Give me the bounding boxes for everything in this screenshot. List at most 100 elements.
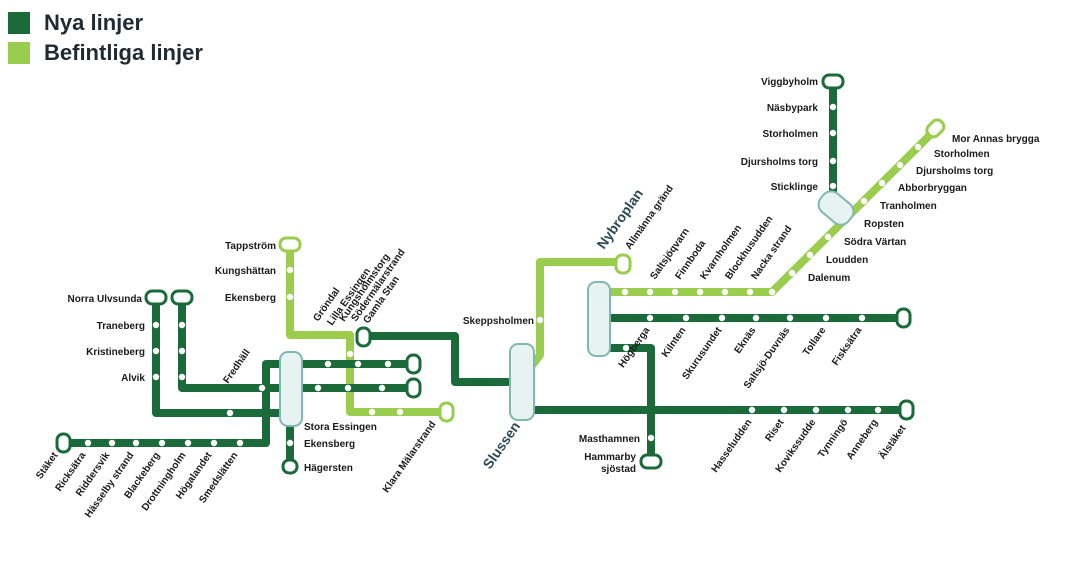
terminal-hagersten xyxy=(281,458,299,475)
new-line-staket xyxy=(60,360,289,447)
hub-slussen xyxy=(509,343,535,421)
station-dot xyxy=(384,360,392,368)
station-dot xyxy=(748,406,756,414)
station-dot xyxy=(829,103,837,111)
terminal-alstaket xyxy=(898,399,915,421)
station-dot xyxy=(324,360,332,368)
station-dot xyxy=(622,344,630,352)
station-label-abborbryggan: Abborbryggan xyxy=(898,183,967,194)
station-dot xyxy=(752,314,760,322)
station-dot xyxy=(696,288,704,296)
station-label-norra-ulvsunda: Norra Ulvsunda xyxy=(68,294,143,305)
terminal-tappstrom xyxy=(278,236,302,253)
station-dot xyxy=(786,314,794,322)
station-dot xyxy=(647,434,655,442)
station-label-djursholms-torg-n: Djursholms torg xyxy=(741,157,818,168)
station-label-hasseludden: Hasseludden xyxy=(710,417,755,474)
terminal-norra-ulvsunda xyxy=(144,289,168,306)
station-dot xyxy=(646,288,654,296)
station-label-skeppsholmen: Skeppsholmen xyxy=(463,316,534,327)
station-dot xyxy=(860,197,868,205)
new-line-hammarby xyxy=(596,344,655,464)
terminal-nybroplan xyxy=(614,253,632,275)
station-dot xyxy=(286,266,294,274)
station-label-alstaket: Älstäket xyxy=(875,422,908,462)
station-dot xyxy=(84,439,92,447)
station-dot xyxy=(788,269,796,277)
station-dot xyxy=(914,143,922,151)
station-dot xyxy=(210,439,218,447)
station-label-masthamnen: Masthamnen xyxy=(579,434,640,445)
station-label-fisksatra: Fisksätra xyxy=(830,325,864,368)
station-dot xyxy=(621,288,629,296)
station-label-kungshattan: Kungshättan xyxy=(215,266,276,277)
terminal-gamla-stan xyxy=(355,326,372,348)
terminal-hammarby-sjostad xyxy=(639,453,663,470)
station-label-sodra-vartan: Södra Värtan xyxy=(844,237,906,248)
hub-ropsten xyxy=(817,190,855,226)
station-dot xyxy=(226,409,234,417)
station-label-riset: Riset xyxy=(763,417,786,444)
station-label-kristineberg: Kristineberg xyxy=(86,347,145,358)
station-label-mor-annas-brygga: Mor Annas brygga xyxy=(952,134,1040,145)
station-label-kilnten: Kilnten xyxy=(660,325,688,359)
station-dot xyxy=(718,314,726,322)
new-line-gamla-stan-slussen xyxy=(359,332,519,386)
legend-label-existing: Befintliga linjer xyxy=(44,40,203,65)
station-dot xyxy=(178,321,186,329)
station-dot xyxy=(721,288,729,296)
terminal-mor-annas-brygga xyxy=(925,118,946,139)
station-dot xyxy=(286,293,294,301)
terminal-kungsholmen-1 xyxy=(405,353,422,375)
station-dot xyxy=(746,288,754,296)
terminal-kungsholmen-2 xyxy=(405,377,422,399)
station-label-viggbyholm: Viggbyholm xyxy=(761,77,818,88)
legend-label-new: Nya linjer xyxy=(44,10,144,35)
station-dot xyxy=(152,321,160,329)
station-dot xyxy=(346,350,354,358)
station-dot xyxy=(152,347,160,355)
station-label-eknas: Eknäs xyxy=(733,325,759,356)
station-dot xyxy=(344,384,352,392)
station-dot xyxy=(824,233,832,241)
station-label-storholmen-n: Storholmen xyxy=(762,129,818,140)
new-line-norra-ulvsunda xyxy=(152,293,287,417)
station-label-staket: Stäket xyxy=(34,450,61,481)
station-dot xyxy=(152,373,160,381)
terminal-staket xyxy=(55,432,72,454)
station-label-dalenum: Dalenum xyxy=(808,273,850,284)
terminal-norra-ulvsunda-2 xyxy=(170,289,194,306)
station-label-sticklinge: Sticklinge xyxy=(771,182,819,193)
station-label-ekensberg-n: Ekensberg xyxy=(225,293,276,304)
station-label-klara-malarstrand: Klara Mälarstrand xyxy=(381,419,438,495)
station-dot xyxy=(829,129,837,137)
station-dot xyxy=(844,406,852,414)
station-label-ekensberg-s: Ekensberg xyxy=(304,439,355,450)
station-dot xyxy=(132,439,140,447)
station-dot xyxy=(258,384,266,392)
station-label-hagersten: Hägersten xyxy=(304,463,353,474)
station-dot xyxy=(236,439,244,447)
station-dot xyxy=(536,316,544,324)
station-dot xyxy=(768,288,776,296)
station-dot xyxy=(878,179,886,187)
station-dot xyxy=(812,406,820,414)
station-label-fredhall: Fredhäll xyxy=(221,347,252,385)
station-label-loudden: Loudden xyxy=(826,255,868,266)
station-dot xyxy=(178,347,186,355)
station-dot xyxy=(368,408,376,416)
station-label-hammarby-1: Hammarby xyxy=(584,452,636,463)
station-label-djursholms-torg-e: Djursholms torg xyxy=(916,166,993,177)
legend: Nya linjer Befintliga linjer xyxy=(8,8,203,68)
hub-nybroplan-east xyxy=(587,281,611,357)
station-dot xyxy=(671,288,679,296)
station-dot xyxy=(822,314,830,322)
hub-stora-essingen xyxy=(279,351,303,427)
terminal-viggbyholm xyxy=(821,73,845,90)
legend-item-new: Nya linjer xyxy=(8,8,203,38)
station-dot xyxy=(829,157,837,165)
station-label-nasbypark: Näsbypark xyxy=(767,103,819,114)
terminal-klara-malarstrand xyxy=(438,401,455,423)
station-dot xyxy=(158,439,166,447)
